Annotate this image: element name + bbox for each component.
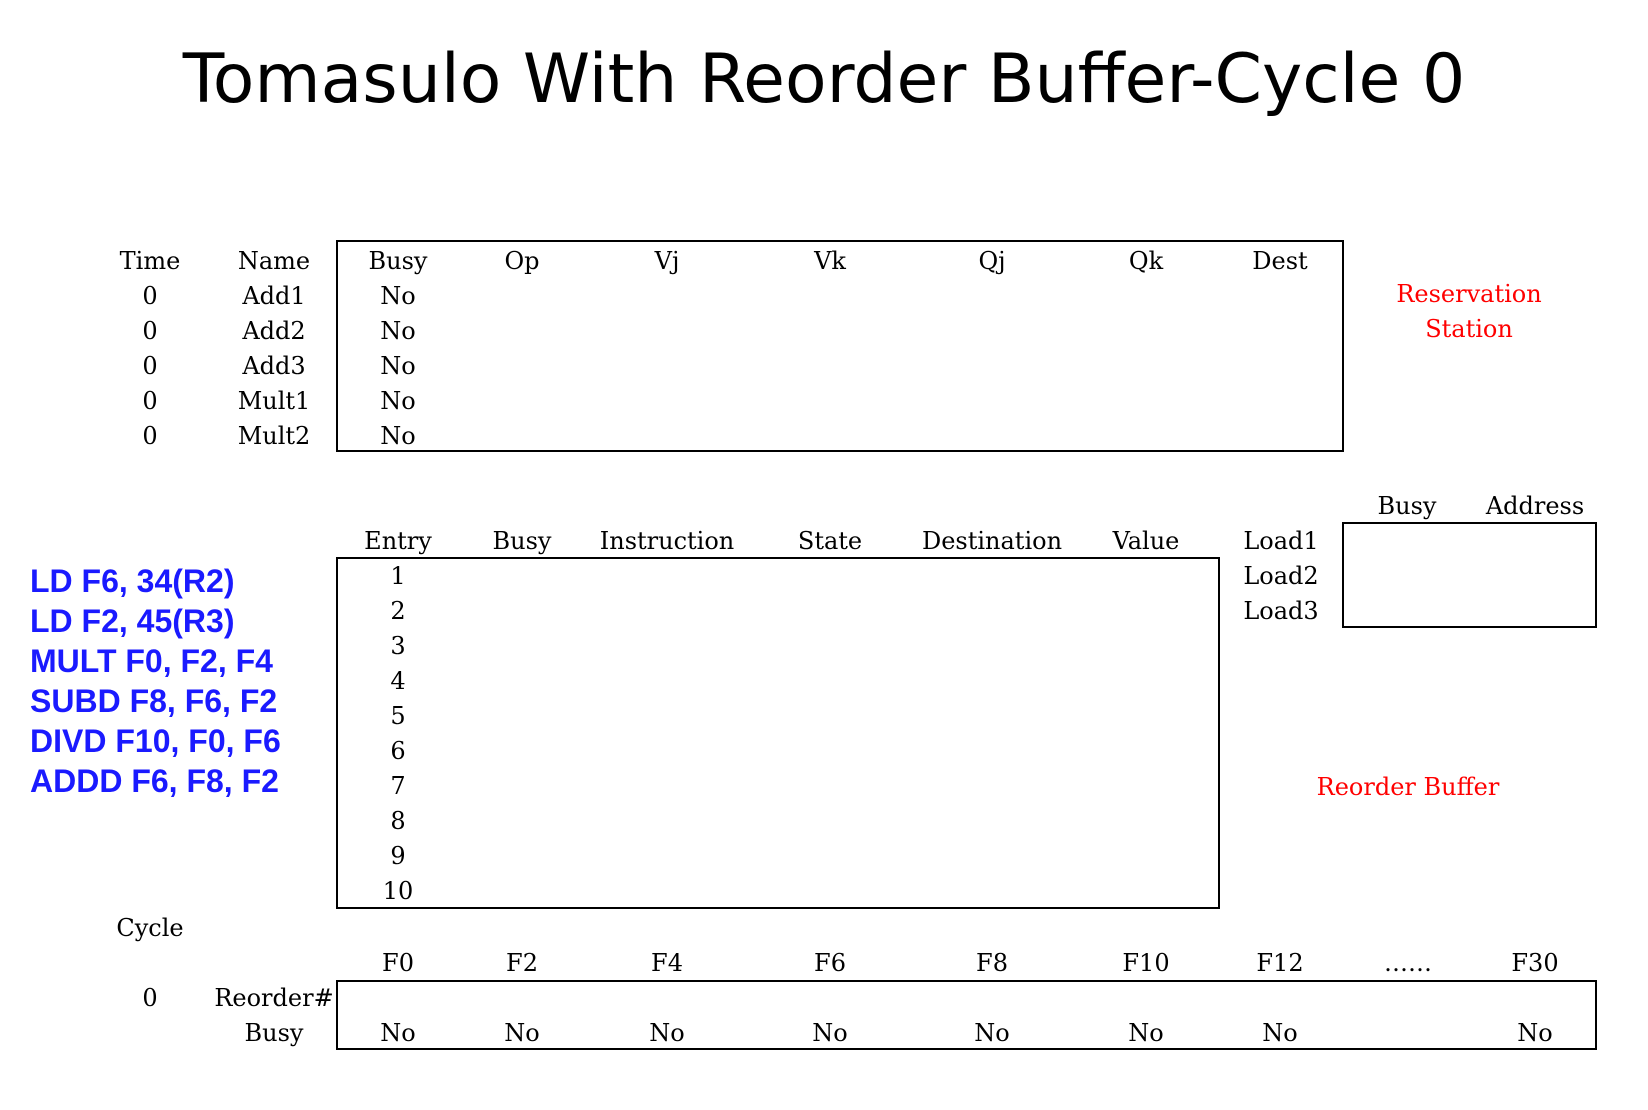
load-buffer-box (1342, 522, 1597, 628)
register-busy: No (504, 1019, 540, 1047)
register-busy: No (649, 1019, 685, 1047)
rs-header-op: Op (504, 247, 540, 275)
rs-cell: No (380, 387, 416, 415)
rs-cell: 0 (142, 282, 158, 310)
cycle-label: Cycle (116, 914, 184, 942)
instruction-line: DIVD F10, F0, F6 (30, 723, 281, 759)
rob-entry: 1 (390, 562, 406, 590)
reservation-station-label-line1: Reservation (1396, 280, 1542, 308)
rs-cell: Mult2 (237, 422, 311, 450)
load-row-label: Load3 (1243, 597, 1319, 625)
reservation-station-box (336, 240, 1344, 452)
register-header: F6 (814, 949, 846, 977)
rs-cell: Add3 (242, 352, 306, 380)
instruction-line: LD F2, 45(R3) (30, 603, 235, 639)
rs-header-busy: Busy (368, 247, 428, 275)
rob-header-destination: Destination (921, 527, 1063, 555)
register-header: …… (1384, 949, 1432, 977)
rob-entry: 4 (390, 667, 406, 695)
instruction-line: ADDD F6, F8, F2 (30, 763, 279, 799)
load-header-busy: Busy (1377, 492, 1437, 520)
register-status-box (336, 980, 1597, 1050)
instruction-line: SUBD F8, F6, F2 (30, 683, 278, 719)
rs-header-qk: Qk (1128, 247, 1164, 275)
register-busy: No (1517, 1019, 1553, 1047)
load-header-address: Address (1485, 492, 1585, 520)
rs-header-name: Name (237, 247, 311, 275)
instruction-line: LD F6, 34(R2) (30, 563, 235, 599)
rs-header-vj: Vj (654, 247, 680, 275)
rob-header-state: State (797, 527, 863, 555)
register-busy: No (974, 1019, 1010, 1047)
rob-entry: 5 (390, 702, 406, 730)
rs-cell: 0 (142, 422, 158, 450)
load-row-label: Load1 (1243, 527, 1319, 555)
rs-header-vk: Vk (814, 247, 846, 275)
cycle-value: 0 (142, 984, 158, 1012)
register-busy: No (380, 1019, 416, 1047)
rs-header-time: Time (119, 247, 181, 275)
reservation-station-label-line2: Station (1425, 315, 1513, 343)
register-header: F30 (1511, 949, 1559, 977)
register-busy: No (1262, 1019, 1298, 1047)
reorder-buffer-label: Reorder Buffer (1316, 773, 1500, 801)
rs-cell: Add1 (242, 282, 306, 310)
rs-cell: 0 (142, 387, 158, 415)
rob-entry: 2 (390, 597, 406, 625)
rob-header-entry: Entry (364, 527, 432, 555)
rs-cell: Add2 (242, 317, 306, 345)
register-busy: No (812, 1019, 848, 1047)
rob-header-instruction: Instruction (599, 527, 735, 555)
register-header: F0 (382, 949, 414, 977)
register-header: F10 (1122, 949, 1170, 977)
reorder-buffer-box (336, 557, 1220, 909)
rob-header-busy: Busy (492, 527, 552, 555)
rob-entry: 8 (390, 807, 406, 835)
rob-header-value: Value (1112, 527, 1180, 555)
rob-entry: 10 (382, 877, 414, 905)
page-title: Tomasulo With Reorder Buffer-Cycle 0 (182, 40, 1466, 119)
instruction-line: MULT F0, F2, F4 (30, 643, 273, 679)
reorder-row-label: Reorder# (214, 984, 334, 1012)
rs-cell: 0 (142, 352, 158, 380)
load-row-label: Load2 (1243, 562, 1319, 590)
rs-cell: No (380, 282, 416, 310)
rob-entry: 3 (390, 632, 406, 660)
rs-header-dest: Dest (1252, 247, 1308, 275)
register-header: F8 (976, 949, 1008, 977)
rs-cell: 0 (142, 317, 158, 345)
register-header: F4 (651, 949, 683, 977)
register-busy: No (1128, 1019, 1164, 1047)
rs-cell: No (380, 317, 416, 345)
busy-row-label: Busy (244, 1019, 304, 1047)
rs-cell: Mult1 (237, 387, 311, 415)
rs-cell: No (380, 352, 416, 380)
register-header: F2 (506, 949, 538, 977)
rob-entry: 7 (390, 772, 406, 800)
rs-header-qj: Qj (978, 247, 1006, 275)
rob-entry: 9 (390, 842, 406, 870)
register-header: F12 (1256, 949, 1304, 977)
rob-entry: 6 (390, 737, 406, 765)
rs-cell: No (380, 422, 416, 450)
